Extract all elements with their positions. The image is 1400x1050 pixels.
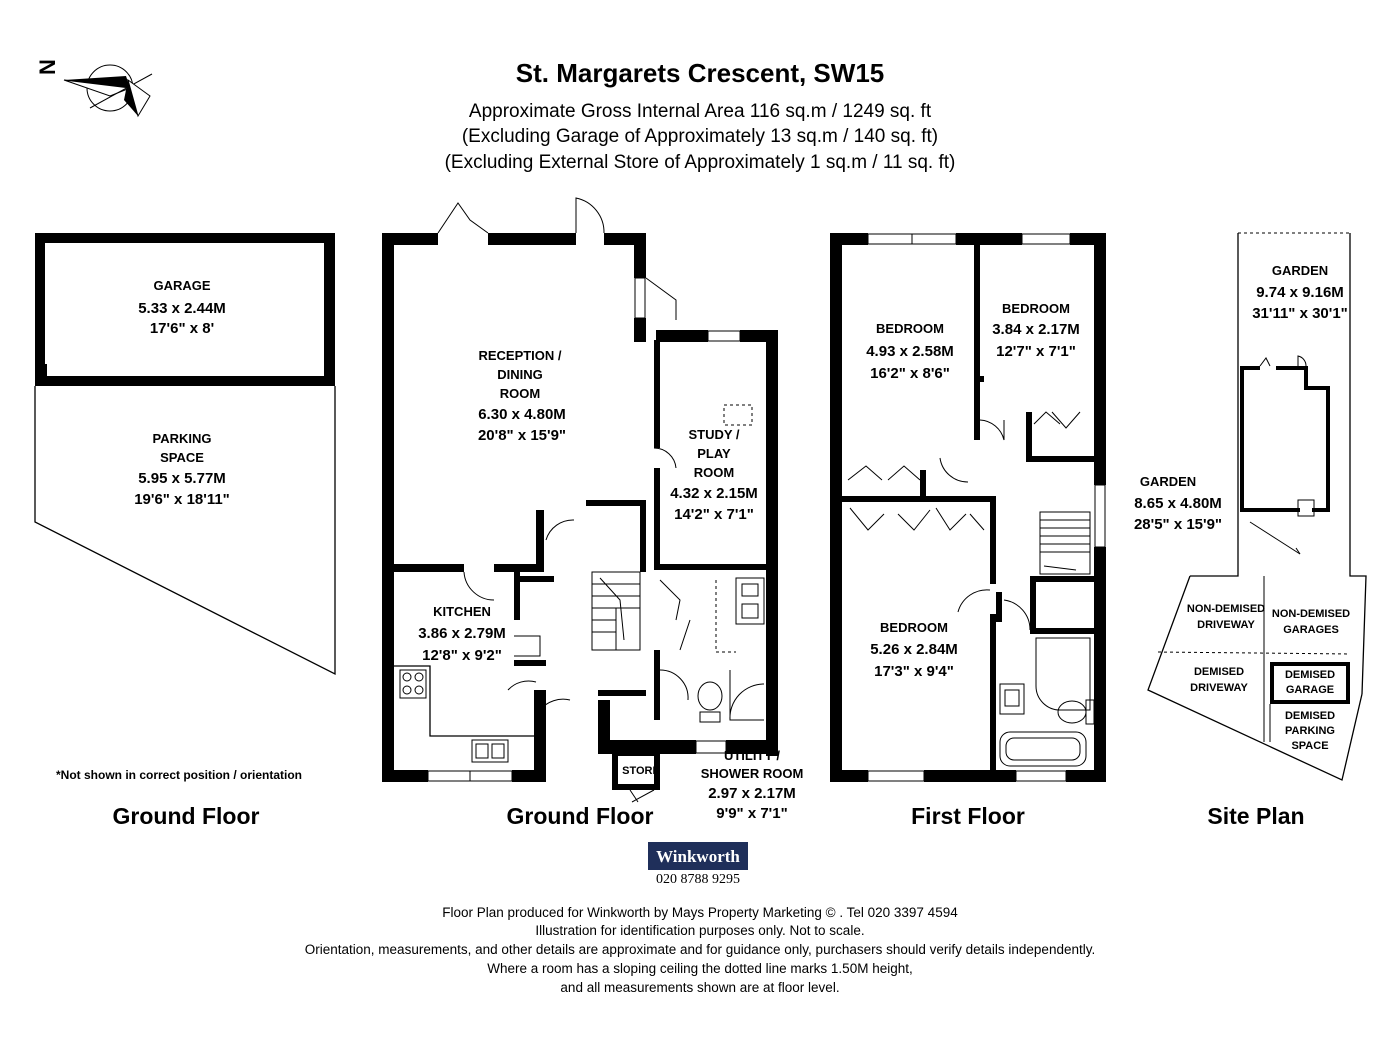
study-label-line2: PLAY [697,446,731,461]
study-label-line1: STUDY / [688,427,739,442]
bedroom1-metric: 4.93 x 2.58M [866,343,954,360]
utility-label-line1: UTILITY / [724,748,780,763]
demised-parking-line1: DEMISED [1285,710,1335,722]
footer-line-1: Floor Plan produced for Winkworth by May… [442,905,958,920]
bedroom2-label: BEDROOM [1002,301,1070,316]
kitchen-metric: 3.86 x 2.79M [418,625,506,642]
rear-garden-imperial: 31'11" x 30'1" [1252,305,1348,322]
footer-line-3: Orientation, measurements, and other det… [305,942,1095,957]
garage-label: GARAGE [153,278,210,293]
utility-imperial: 9'9" x 7'1" [716,805,787,822]
orientation-note: *Not shown in correct position / orienta… [56,768,302,782]
utility-label-line2: SHOWER ROOM [701,766,804,781]
ground-floor-caption: Ground Floor [507,803,654,829]
first-floor-plan: BEDROOM 4.93 x 2.58M 16'2" x 8'6" BEDROO… [830,233,1106,829]
non-demised-driveway-line1: NON-DEMISED [1187,603,1265,615]
demised-parking-line3: SPACE [1291,740,1328,752]
front-garden-label: GARDEN [1140,474,1196,489]
garage-metric: 5.33 x 2.44M [138,300,226,317]
study-metric: 4.32 x 2.15M [670,485,758,502]
reception-metric: 6.30 x 4.80M [478,406,566,423]
garage-exclusion-line: (Excluding Garage of Approximately 13 sq… [462,126,938,147]
footer-line-2: Illustration for identification purposes… [535,923,864,938]
rear-garden-label: GARDEN [1272,263,1328,278]
reception-label-line3: ROOM [500,386,540,401]
garage-plan-caption: Ground Floor [113,803,260,829]
kitchen-label: KITCHEN [433,604,491,619]
reception-label-line1: RECEPTION / [478,348,561,363]
study-label-line3: ROOM [694,465,734,480]
bedroom3-label: BEDROOM [880,620,948,635]
parking-imperial: 19'6" x 18'11" [134,491,230,508]
first-floor-caption: First Floor [911,803,1025,829]
non-demised-garages-line2: GARAGES [1283,624,1339,636]
site-plan-caption: Site Plan [1207,803,1304,829]
garage-parking-plan: GARAGE 5.33 x 2.44M 17'6" x 8' PARKING S… [34,233,336,829]
demised-driveway-line2: DRIVEWAY [1190,682,1248,694]
bedroom1-label: BEDROOM [876,321,944,336]
garage-imperial: 17'6" x 8' [150,320,214,337]
demised-driveway-line1: DEMISED [1194,666,1244,678]
bedroom1-imperial: 16'2" x 8'6" [870,365,950,382]
parking-label-line2: SPACE [160,450,204,465]
bedroom3-imperial: 17'3" x 9'4" [874,663,954,680]
front-garden-imperial: 28'5" x 15'9" [1134,516,1222,533]
non-demised-garages-line1: NON-DEMISED [1272,608,1350,620]
kitchen-imperial: 12'8" x 9'2" [422,647,502,664]
gross-area-line: Approximate Gross Internal Area 116 sq.m… [469,101,932,122]
bedroom3-metric: 5.26 x 2.84M [870,641,958,658]
store-label: STORE [622,765,660,777]
reception-imperial: 20'8" x 15'9" [478,427,566,444]
brand-name: Winkworth [656,847,740,866]
north-label: N [35,59,60,75]
footer-line-5: and all measurements shown are at floor … [560,980,839,995]
study-imperial: 14'2" x 7'1" [674,506,754,523]
ground-floor-plan: STORE RECEPTION / DINING ROOM 6.30 x 4.8… [382,197,804,829]
property-title: St. Margarets Crescent, SW15 [516,58,884,88]
parking-label-line1: PARKING [153,431,212,446]
demised-parking-line2: PARKING [1285,725,1335,737]
ground-stairs [591,571,641,651]
bedroom2-metric: 3.84 x 2.17M [992,321,1080,338]
first-floor-stairs [1039,511,1091,575]
north-compass-icon: N [35,59,153,118]
utility-metric: 2.97 x 2.17M [708,785,796,802]
demised-garage-line2: GARAGE [1286,684,1334,696]
brand-phone: 020 8788 9295 [656,872,740,887]
reception-label-line2: DINING [497,367,543,382]
parking-metric: 5.95 x 5.77M [138,470,226,487]
front-garden-metric: 8.65 x 4.80M [1134,495,1222,512]
footer-line-4: Where a room has a sloping ceiling the d… [487,961,912,976]
site-plan: GARDEN 9.74 x 9.16M 31'11" x 30'1" GARDE… [1134,232,1367,829]
non-demised-driveway-line2: DRIVEWAY [1197,619,1255,631]
bedroom2-imperial: 12'7" x 7'1" [996,343,1076,360]
demised-garage-line1: DEMISED [1285,669,1335,681]
winkworth-logo: Winkworth [648,842,748,870]
rear-garden-metric: 9.74 x 9.16M [1256,284,1344,301]
store-exclusion-line: (Excluding External Store of Approximate… [445,152,956,173]
site-house-outline [1240,355,1330,517]
